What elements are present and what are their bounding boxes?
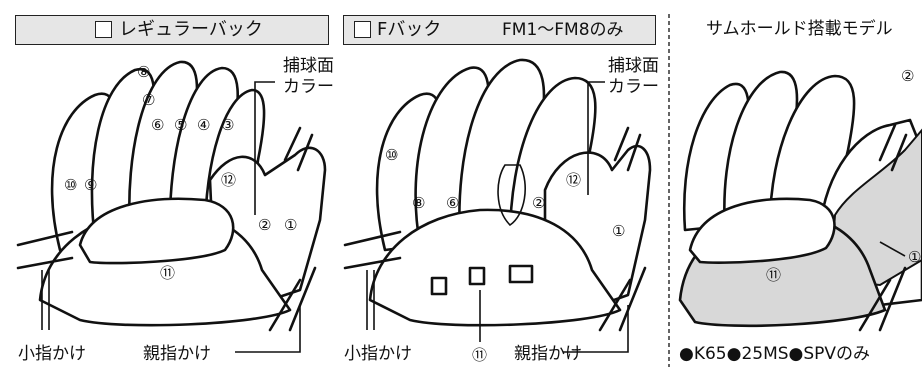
spike-left-1 xyxy=(16,230,74,247)
th-spike-1 xyxy=(858,278,892,332)
f-back-opening xyxy=(497,164,526,227)
fb-spike-left-2 xyxy=(343,256,402,270)
little-finger-hook-line xyxy=(41,270,50,330)
fb-little-hook-line xyxy=(366,270,375,330)
catch-face-label-2b: カラー xyxy=(608,77,659,97)
pocket-pad xyxy=(78,197,235,265)
fb-marker-11: ⑪ xyxy=(472,346,487,364)
thumb-label-1: 親指かけ xyxy=(143,344,211,364)
marker-8: ⑧ xyxy=(137,63,150,81)
fb-thumb-leader xyxy=(563,305,629,353)
little-finger-label-1: 小指かけ xyxy=(18,344,86,364)
th-spike-2 xyxy=(878,266,907,332)
fb-spike-right-2 xyxy=(618,266,647,332)
th-marker1-leader xyxy=(879,241,906,257)
fb-spike-top-1 xyxy=(613,126,630,162)
catch-face-label-1b: カラー xyxy=(283,77,334,97)
fb-spike-right-1 xyxy=(598,278,632,332)
marker-10: ⑩ xyxy=(64,176,77,194)
th-marker-1: ① xyxy=(908,248,921,266)
th-pocket-pad xyxy=(688,197,836,264)
fb-tab-1 xyxy=(430,276,448,296)
catch-face-label-2a: 捕球面 xyxy=(608,56,659,76)
th-spike-3 xyxy=(878,123,897,162)
panel-header-fback: Fバック FM1〜FM8のみ xyxy=(343,15,656,45)
fb-tab-2 xyxy=(468,266,486,286)
th-spike-4 xyxy=(890,133,908,172)
f-back-checkbox[interactable] xyxy=(354,21,371,38)
spike-left-2 xyxy=(16,256,74,270)
th-marker-2: ② xyxy=(901,67,914,85)
regular-back-checkbox[interactable] xyxy=(95,21,112,38)
catch-face-label-1a: 捕球面 xyxy=(283,56,334,76)
panel-header-regular: レギュラーバック xyxy=(15,15,329,45)
thumb-leader xyxy=(235,305,301,353)
fb-marker-2: ② xyxy=(532,194,545,212)
marker-1: ① xyxy=(284,216,297,234)
fb-tab-3 xyxy=(508,264,534,284)
spike-top-2 xyxy=(296,133,314,172)
marker-4: ④ xyxy=(197,116,210,134)
marker-7: ⑦ xyxy=(142,91,155,109)
marker-12: ⑫ xyxy=(221,171,236,189)
fb-marker-6: ⑥ xyxy=(446,194,459,212)
thumb-label-2: 親指かけ xyxy=(514,344,582,364)
panel-title-fback: Fバック xyxy=(377,19,442,40)
supported-models-label: ●K65●25MS●SPVのみ xyxy=(679,344,871,364)
marker-3: ③ xyxy=(221,116,234,134)
spike-right-2 xyxy=(288,266,317,332)
fb-catch-face-leader xyxy=(587,81,605,195)
little-finger-label-2: 小指かけ xyxy=(344,344,412,364)
marker-2: ② xyxy=(258,216,271,234)
fb-spike-left-1 xyxy=(343,230,402,247)
panel-subtitle-fback: FM1〜FM8のみ xyxy=(502,20,624,40)
fb-marker-10: ⑩ xyxy=(385,146,398,164)
marker-9: ⑨ xyxy=(84,176,97,194)
marker-6: ⑥ xyxy=(151,116,164,134)
fb-marker-1: ① xyxy=(612,222,625,240)
marker-5: ⑤ xyxy=(174,116,187,134)
fb-palm xyxy=(368,208,622,327)
fb-marker-12: ⑫ xyxy=(566,171,581,189)
panel-title-regular: レギュラーバック xyxy=(119,19,263,40)
fb-marker-8: ⑧ xyxy=(412,194,425,212)
marker-11: ⑪ xyxy=(160,264,175,282)
th-marker-11: ⑪ xyxy=(766,266,781,284)
catch-face-leader xyxy=(254,81,275,215)
panel-title-thumbhold: サムホールド搭載モデル xyxy=(706,19,893,39)
spike-right-1 xyxy=(268,278,302,332)
fb-spike-top-2 xyxy=(626,133,642,172)
spike-top-1 xyxy=(283,126,302,162)
